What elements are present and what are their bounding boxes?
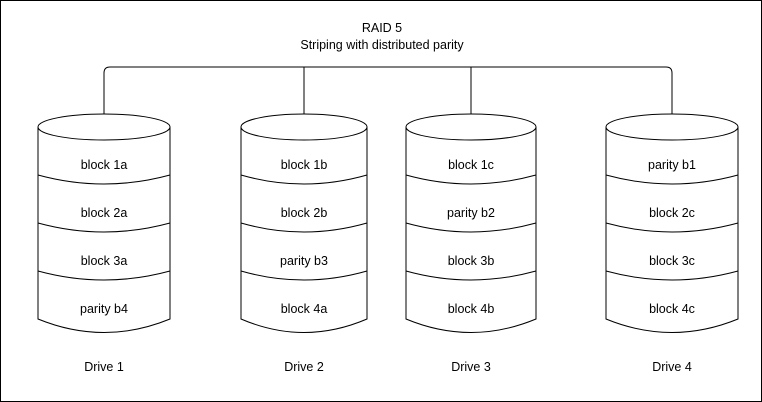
drive-4-divider-3 (605, 270, 739, 281)
drive-2-divider-3 (240, 270, 368, 281)
drive-2-block-1: block 1b (281, 158, 328, 172)
drive-2-top (240, 113, 368, 141)
drive-1-block-3: block 3a (81, 254, 128, 268)
drive-2-block-4: block 4a (281, 302, 328, 316)
bus-outer-path (103, 66, 673, 121)
controller-bus (103, 66, 673, 121)
drive-1-label: Drive 1 (84, 360, 124, 374)
drive-3[interactable]: block 1c parity b2 block 3b block 4b Dri… (405, 113, 537, 374)
drive-1-block-1: block 1a (81, 158, 128, 172)
drive-1-divider-2 (37, 222, 171, 233)
drive-3-divider-3 (405, 270, 537, 281)
drive-2-divider-2 (240, 222, 368, 233)
drive-3-block-2: parity b2 (447, 206, 495, 220)
drive-2-block-2: block 2b (281, 206, 328, 220)
drive-2-block-3: parity b3 (280, 254, 328, 268)
drive-4-divider-2 (605, 222, 739, 233)
drive-3-block-1: block 1c (448, 158, 494, 172)
drive-4-label: Drive 4 (652, 360, 692, 374)
drive-1-divider-3 (37, 270, 171, 281)
diagram-title: RAID 5 (362, 21, 402, 35)
drive-1-block-4: parity b4 (80, 302, 128, 316)
drive-1-block-2: block 2a (81, 206, 128, 220)
drive-3-label: Drive 3 (451, 360, 491, 374)
drive-3-block-3: block 3b (448, 254, 495, 268)
drive-1-top (37, 113, 171, 141)
drive-4-block-2: block 2c (649, 206, 695, 220)
diagram-subtitle: Striping with distributed parity (300, 38, 464, 52)
drive-2[interactable]: block 1b block 2b parity b3 block 4a Dri… (240, 113, 368, 374)
drive-1[interactable]: block 1a block 2a block 3a parity b4 Dri… (37, 113, 171, 374)
drive-4-block-3: block 3c (649, 254, 695, 268)
drive-4-block-4: block 4c (649, 302, 695, 316)
drive-4-top (605, 113, 739, 141)
drive-3-body (405, 126, 537, 333)
drive-3-top (405, 113, 537, 141)
drive-4-block-1: parity b1 (648, 158, 696, 172)
drive-1-body (37, 126, 171, 333)
drive-2-body (240, 126, 368, 333)
drive-4-divider-1 (605, 174, 739, 185)
drive-4-body (605, 126, 739, 333)
drive-3-divider-1 (405, 174, 537, 185)
drive-2-label: Drive 2 (284, 360, 324, 374)
drive-2-divider-1 (240, 174, 368, 185)
drive-3-block-4: block 4b (448, 302, 495, 316)
drive-1-divider-1 (37, 174, 171, 185)
drive-3-divider-2 (405, 222, 537, 233)
drive-4[interactable]: parity b1 block 2c block 3c block 4c Dri… (605, 113, 739, 374)
